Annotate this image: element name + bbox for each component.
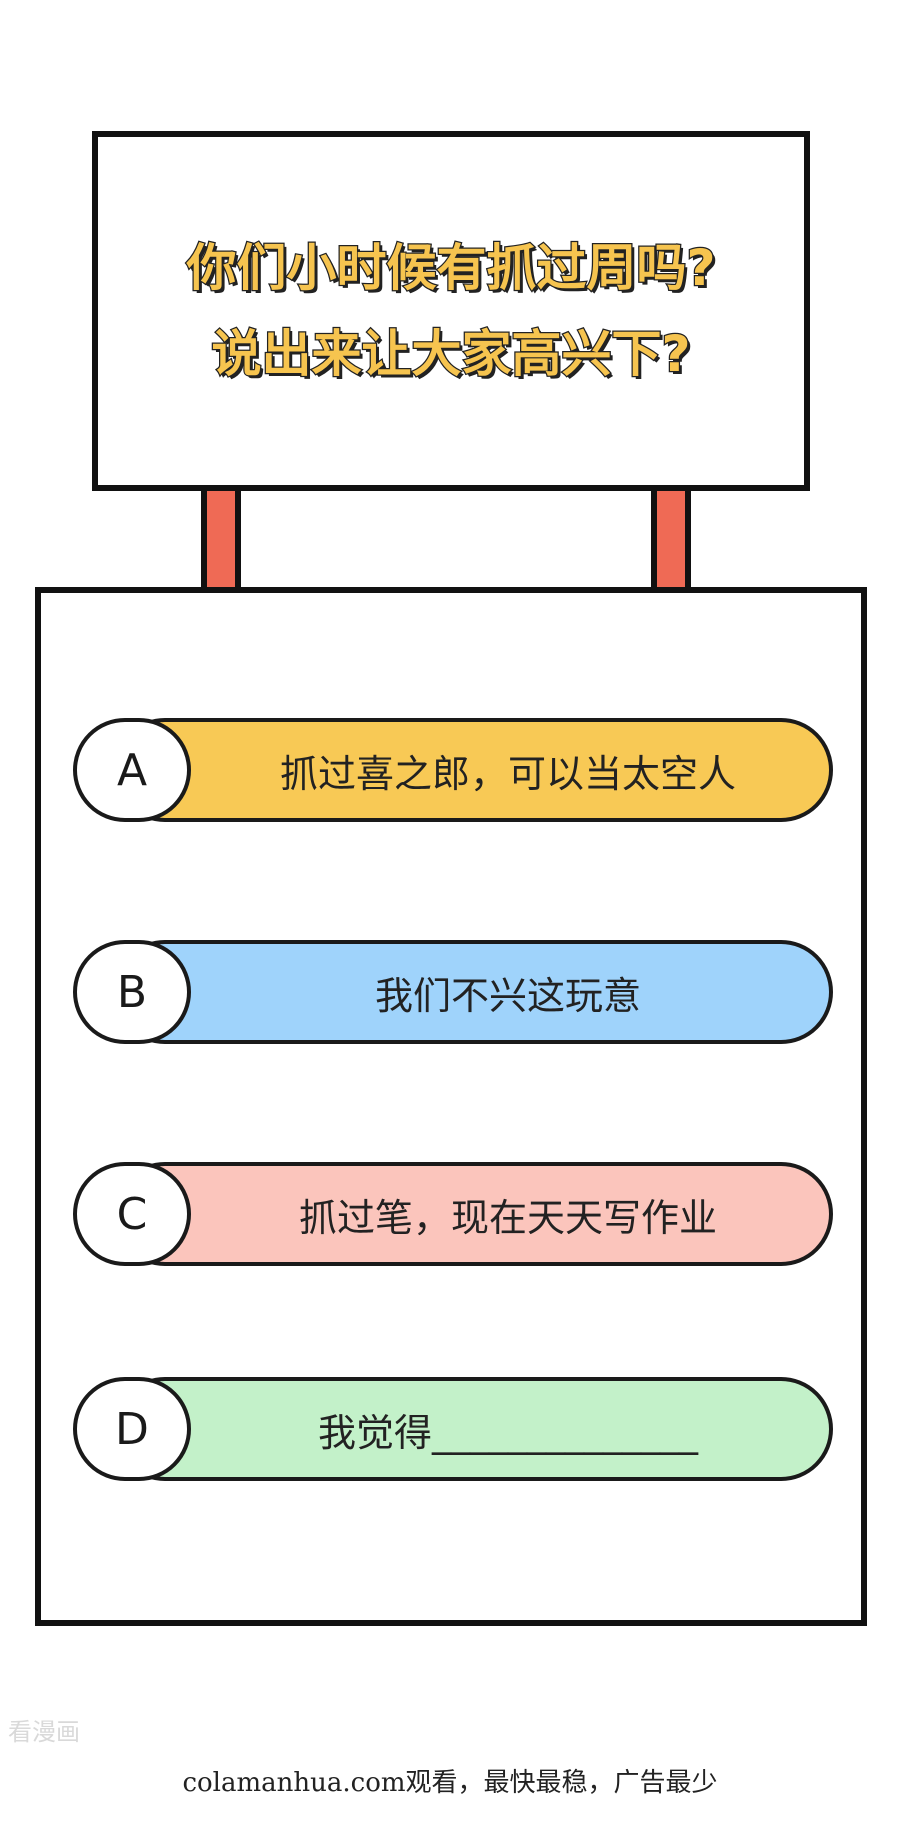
option-d-pill[interactable]: 我觉得______________ <box>113 1377 833 1481</box>
option-b-letter: B <box>116 966 148 1018</box>
option-a-text: 抓过喜之郎，可以当太空人 <box>279 751 736 796</box>
option-b[interactable]: 我们不兴这玩意 B <box>73 940 833 1044</box>
question-sign: 你们小时候有抓过周吗? 说出来让大家高兴下? <box>92 131 810 491</box>
option-c[interactable]: 抓过笔，现在天天写作业 C <box>73 1162 833 1266</box>
option-a-letter-badge[interactable]: A <box>73 718 191 822</box>
option-c-text: 抓过笔，现在天天写作业 <box>298 1195 717 1240</box>
question-line-2: 说出来让大家高兴下? <box>210 324 692 385</box>
watermark-text: 看漫画 <box>8 1718 80 1746</box>
option-c-letter: C <box>116 1188 148 1240</box>
option-d-text: 我觉得______________ <box>317 1410 698 1455</box>
option-d-letter-badge[interactable]: D <box>73 1377 191 1481</box>
option-d-letter: D <box>115 1403 149 1455</box>
question-line-1: 你们小时候有抓过周吗? <box>185 238 717 299</box>
option-a-pill[interactable]: 抓过喜之郎，可以当太空人 <box>113 718 833 822</box>
option-a[interactable]: 抓过喜之郎，可以当太空人 A <box>73 718 833 822</box>
sign-post-right <box>651 491 691 587</box>
option-a-letter: A <box>116 744 148 796</box>
sign-post-left <box>201 491 241 587</box>
option-c-pill[interactable]: 抓过笔，现在天天写作业 <box>113 1162 833 1266</box>
option-b-pill[interactable]: 我们不兴这玩意 <box>113 940 833 1044</box>
option-c-letter-badge[interactable]: C <box>73 1162 191 1266</box>
option-b-letter-badge[interactable]: B <box>73 940 191 1044</box>
option-b-text: 我们不兴这玩意 <box>374 973 641 1018</box>
option-d[interactable]: 我觉得______________ D <box>73 1377 833 1481</box>
footer-notice: colamanhua.com观看，最快最稳，广告最少 <box>182 1768 718 1798</box>
